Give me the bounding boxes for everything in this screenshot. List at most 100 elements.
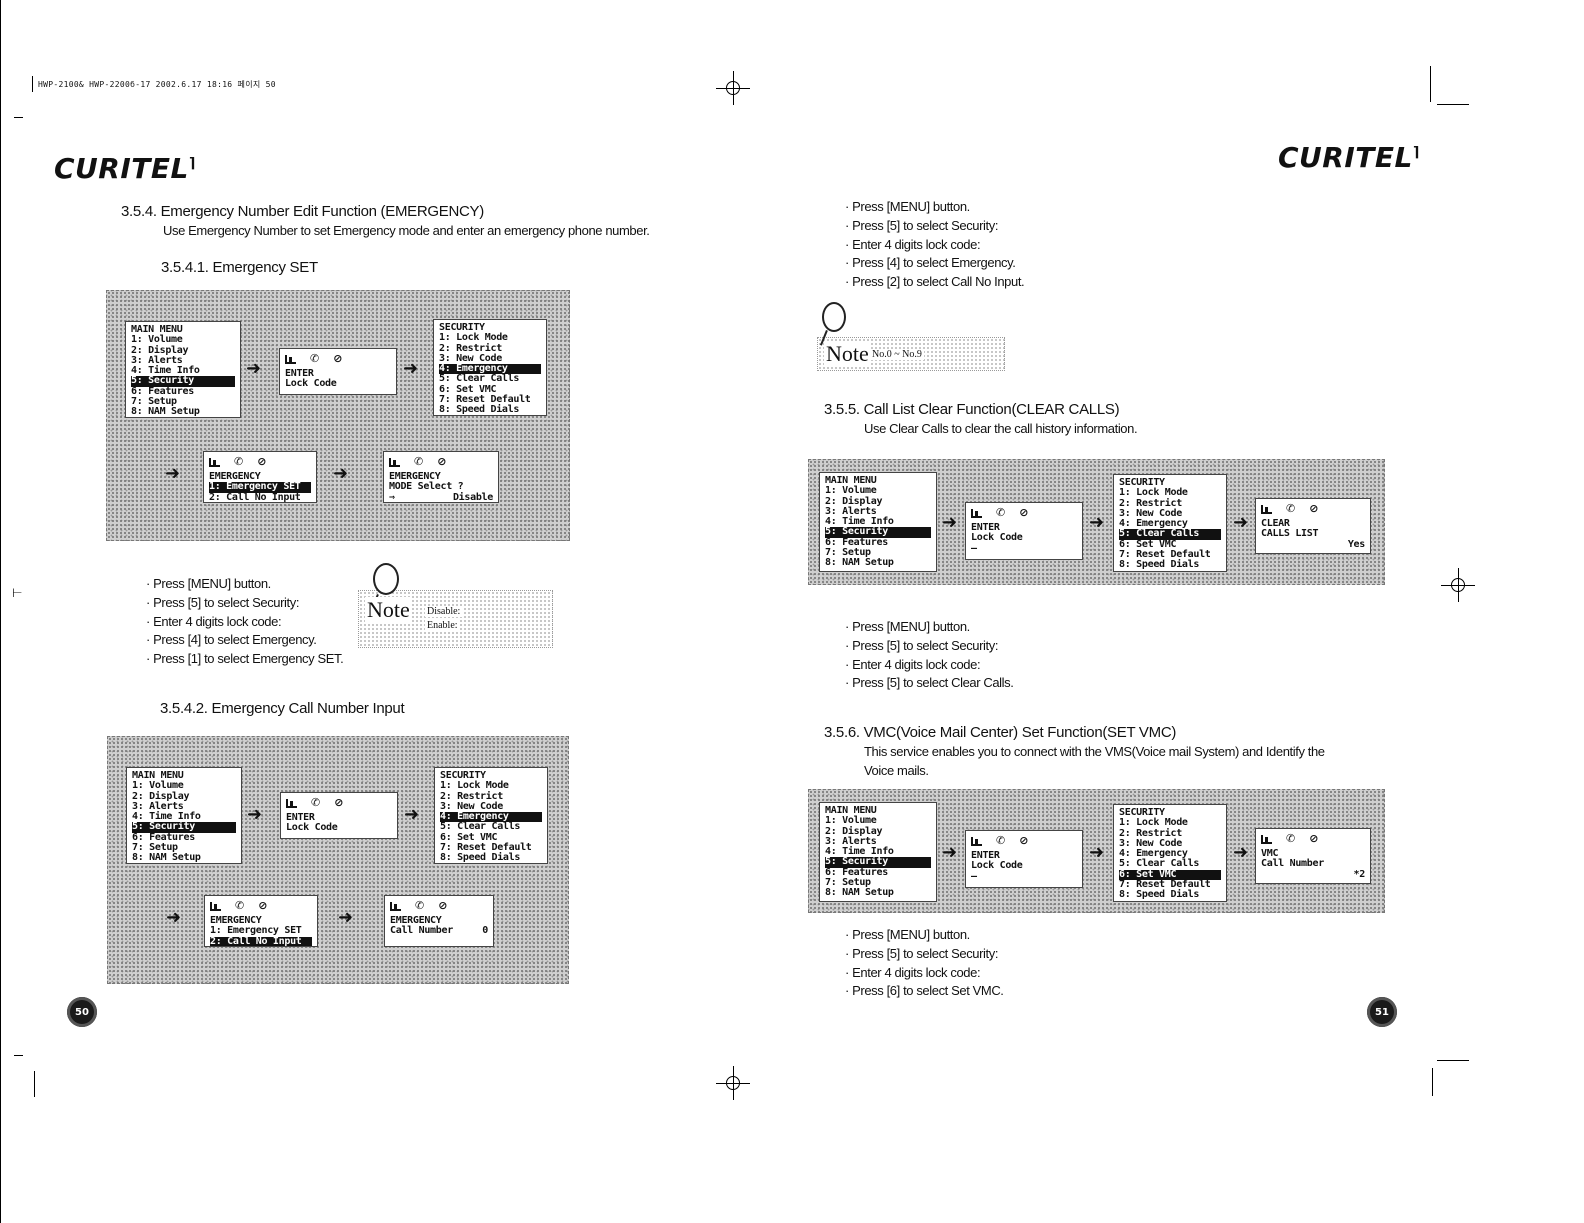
arrow-icon: ➜ <box>333 463 349 484</box>
step-item: Press [4] to select Emergency. <box>146 631 343 650</box>
registration-mark <box>716 71 750 105</box>
step-item: Press [MENU] button. <box>845 198 1024 217</box>
signal-icon <box>1261 504 1272 514</box>
screen-emergency-mode: ✆⊘ EMERGENCY MODE Select ? ⇒Disable <box>383 451 499 503</box>
phone-icon: ✆ <box>996 505 1006 519</box>
step-item: Press [1] to select Emergency SET. <box>146 650 344 669</box>
signal-icon <box>971 508 982 518</box>
phone-icon: ✆ <box>1286 831 1296 845</box>
screen-main-menu: MAIN MENU 1: Volume 2: Display 3: Alerts… <box>819 472 937 572</box>
crop-mark <box>32 76 33 92</box>
magnifier-icon <box>822 302 846 332</box>
screen-security: SECURITY 1: Lock Mode 2: Restrict 3: New… <box>1113 804 1227 902</box>
battery-icon: ⊘ <box>1019 505 1029 519</box>
crop-mark <box>34 1071 35 1097</box>
screen-lock-code: ✆⊘ ENTER Lock Code <box>279 348 397 395</box>
arrow-icon: ➜ <box>1233 842 1249 863</box>
crop-mark <box>1432 1068 1433 1096</box>
step-item: Press [MENU] button. <box>845 618 1013 637</box>
battery-icon: ⊘ <box>334 795 344 809</box>
section-356-desc: This service enables you to connect with… <box>864 744 1325 759</box>
step-item: Enter 4 digits lock code: <box>845 964 1004 983</box>
page-edge <box>0 0 1 1223</box>
registration-mark <box>1441 568 1475 602</box>
battery-icon: ⊘ <box>1309 501 1319 515</box>
step-item: Press [5] to select Clear Calls. <box>845 674 1014 693</box>
screen-clear-calls: ✆⊘ CLEAR CALLS LIST Yes <box>1255 498 1371 554</box>
magnifier-icon <box>373 563 399 595</box>
arrow-icon: ➜ <box>165 463 181 484</box>
step-item: Enter 4 digits lock code: <box>845 236 1024 255</box>
note-text: No.0 ~ No.9 <box>870 349 924 360</box>
signal-icon <box>971 836 982 846</box>
steps-clear-calls: Press [MENU] button. Press [5] to select… <box>845 618 1014 693</box>
section-354-title: 3.5.4. Emergency Number Edit Function (E… <box>121 203 484 220</box>
step-item: Press [MENU] button. <box>146 575 343 594</box>
screen-main-menu: MAIN MENU 1: Volume 2: Display 3: Alerts… <box>125 321 241 418</box>
signal-icon <box>210 901 221 911</box>
arrow-icon: ➜ <box>166 907 182 928</box>
step-item: Press [6] to select Set VMC. <box>845 982 1004 1001</box>
note-call-number: Note No.0 ~ No.9 <box>817 302 1005 371</box>
screen-vmc: ✆⊘ VMC Call Number *2 <box>1255 828 1371 884</box>
phone-icon: ✆ <box>235 898 245 912</box>
phone-icon: ✆ <box>414 454 424 468</box>
screen-lock-code: ✆⊘ ENTER Lock Code — <box>965 830 1083 888</box>
note-label: Note <box>824 341 871 367</box>
screen-lock-code: ✆⊘ ENTER Lock Code <box>280 792 398 839</box>
signal-icon <box>1261 834 1272 844</box>
section-356-title: 3.5.6. VMC(Voice Mail Center) Set Functi… <box>824 724 1177 741</box>
note-emergency-set: Note Disable: Enable: <box>358 563 553 648</box>
page-number-right: 51 <box>1367 997 1397 1027</box>
brand-logo-right: CURITEL⌉ <box>1278 141 1420 174</box>
screen-emergency-menu: ✆⊘ EMERGENCY 1: Emergency SET 2: Call No… <box>203 451 317 503</box>
brand-logo-left: CURITEL⌉ <box>54 152 196 185</box>
step-item: Press [5] to select Security: <box>845 217 1024 236</box>
section-3542-title: 3.5.4.2. Emergency Call Number Input <box>160 700 405 717</box>
battery-icon: ⊘ <box>437 454 447 468</box>
figure-emergency-call-number: MAIN MENU 1: Volume 2: Display 3: Alerts… <box>107 736 569 984</box>
step-item: Press [2] to select Call No Input. <box>845 273 1025 292</box>
signal-icon <box>390 901 401 911</box>
battery-icon: ⊘ <box>333 351 343 365</box>
page-number-left: 50 <box>67 997 97 1027</box>
steps-emergency-set: Press [MENU] button. Press [5] to select… <box>146 575 344 669</box>
crop-mark <box>1430 66 1431 102</box>
figure-emergency-set: MAIN MENU 1: Volume 2: Display 3: Alerts… <box>106 290 570 541</box>
crop-mark <box>1437 1060 1469 1061</box>
section-355-desc: Use Clear Calls to clear the call histor… <box>864 421 1138 436</box>
figure-clear-calls: MAIN MENU 1: Volume 2: Display 3: Alerts… <box>808 459 1385 585</box>
signal-icon <box>286 798 297 808</box>
steps-call-no-input: Press [MENU] button. Press [5] to select… <box>845 198 1025 292</box>
section-354-desc: Use Emergency Number to set Emergency mo… <box>163 223 650 238</box>
screen-security: SECURITY 1: Lock Mode 2: Restrict 3: New… <box>1113 474 1227 572</box>
arrow-icon: ➜ <box>942 512 958 533</box>
screen-emergency-menu: ✆⊘ EMERGENCY 1: Emergency SET 2: Call No… <box>204 895 318 947</box>
step-item: Press [5] to select Security: <box>845 637 1013 656</box>
arrow-icon: ➜ <box>942 842 958 863</box>
step-item: Enter 4 digits lock code: <box>146 613 343 632</box>
screen-security: SECURITY 1: Lock Mode 2: Restrict 3: New… <box>434 767 548 864</box>
arrow-icon: ➜ <box>338 907 354 928</box>
phone-icon: ✆ <box>311 795 321 809</box>
figure-set-vmc: MAIN MENU 1: Volume 2: Display 3: Alerts… <box>808 789 1385 913</box>
arrow-icon: ➜ <box>404 804 420 825</box>
step-item: Press [5] to select Security: <box>146 594 343 613</box>
phone-icon: ✆ <box>996 833 1006 847</box>
screen-security: SECURITY 1: Lock Mode 2: Restrict 3: New… <box>433 319 547 416</box>
file-info-header: HWP-2100& HWP-2200б-17 2002.6.17 18:16 페… <box>38 80 276 89</box>
arrow-icon: ➜ <box>1233 512 1249 533</box>
note-text: Disable: <box>425 606 463 617</box>
signal-icon <box>209 457 220 467</box>
note-text: Enable: <box>425 620 460 631</box>
phone-icon: ✆ <box>310 351 320 365</box>
screen-lock-code: ✆⊘ ENTER Lock Code — <box>965 502 1083 560</box>
step-item: Press [4] to select Emergency. <box>845 254 1024 273</box>
arrow-icon: ➜ <box>247 804 263 825</box>
crop-mark <box>14 117 23 118</box>
signal-icon <box>389 457 400 467</box>
phone-icon: ✆ <box>234 454 244 468</box>
note-label: Note <box>365 597 412 623</box>
step-item: Press [MENU] button. <box>845 926 1004 945</box>
